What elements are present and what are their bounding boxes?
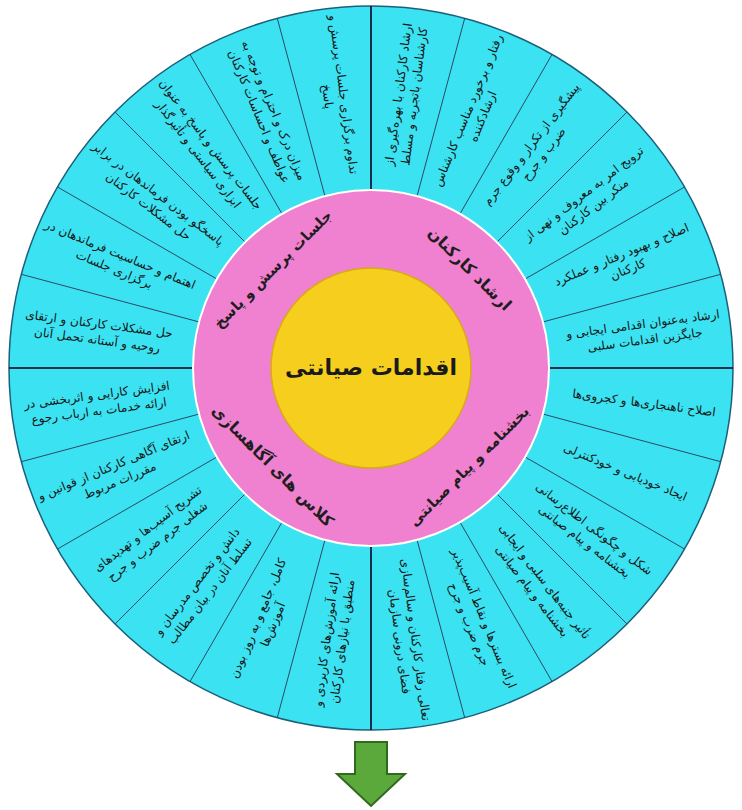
segment-divider bbox=[370, 6, 372, 190]
center-text: اقدامات صیانتی bbox=[285, 354, 457, 383]
segment-divider bbox=[9, 367, 193, 369]
segment-divider bbox=[370, 546, 372, 730]
middle-ring bbox=[193, 190, 549, 546]
center-disc bbox=[271, 268, 471, 468]
down-arrow bbox=[337, 742, 405, 806]
center-title: اقدامات صیانتی bbox=[285, 354, 457, 383]
segment-divider bbox=[549, 367, 733, 369]
outer-ring bbox=[9, 6, 733, 730]
